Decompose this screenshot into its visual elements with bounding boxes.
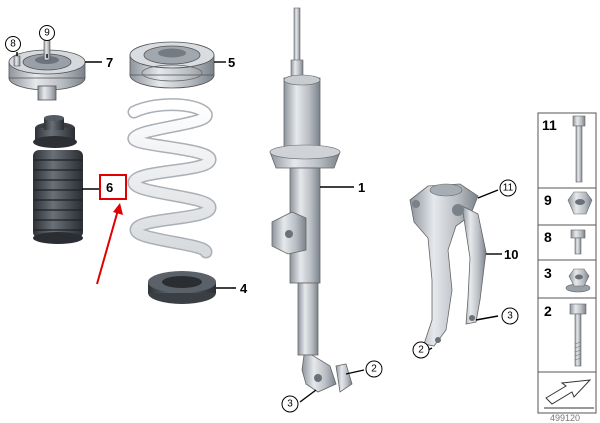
callout-boot-highlight: 6: [99, 174, 127, 200]
svg-text:8: 8: [544, 229, 552, 245]
callout-circle-strut-left: 3: [281, 395, 299, 413]
callout-circle-knuckle-top: 11: [499, 179, 517, 197]
callout-lower-seat: 4: [240, 281, 248, 296]
svg-text:3: 3: [507, 311, 513, 322]
svg-text:2: 2: [544, 303, 552, 319]
parts-row-short-bolt: 8: [544, 229, 586, 255]
svg-text:3: 3: [287, 399, 293, 410]
callout-circle-strut-right: 2: [365, 360, 383, 378]
callout-mount-left: 7: [106, 55, 113, 70]
flange-nut-icon: [565, 268, 591, 293]
svg-text:2: 2: [418, 345, 424, 356]
svg-text:11: 11: [542, 117, 557, 133]
callout-strut: 1: [358, 180, 365, 195]
red-arrow-icon: [96, 203, 123, 285]
strut-assembly: [269, 7, 353, 393]
knuckle-bracket: [409, 183, 487, 347]
callout-circle-mount-nut: 8: [5, 36, 21, 52]
diagram-code: 499120: [550, 413, 580, 423]
parts-row-hex-bolt: 2: [544, 303, 587, 367]
callout-circle-mount-bolt: 9: [39, 25, 55, 41]
parts-list-panel: [537, 112, 597, 414]
hex-nut-icon: [567, 191, 593, 215]
lower-spring-seat: [148, 271, 216, 304]
hex-bolt-icon: [569, 303, 587, 367]
dust-boot: [33, 115, 83, 244]
callout-circle-knuckle-left: 2: [412, 341, 430, 359]
svg-text:9: 9: [544, 192, 552, 208]
svg-text:9: 9: [44, 28, 50, 39]
upper-mount-right: [129, 41, 215, 89]
svg-text:6: 6: [106, 180, 113, 195]
long-bolt-icon: [572, 115, 586, 183]
callout-circle-knuckle-right: 3: [501, 307, 519, 325]
svg-text:11: 11: [503, 183, 514, 194]
parts-row-hex-nut: 9: [544, 191, 593, 215]
svg-text:8: 8: [10, 39, 16, 50]
direction-arrow-icon: [544, 379, 594, 409]
callout-knuckle: 10: [504, 247, 518, 262]
callout-mount-right: 5: [228, 55, 235, 70]
coil-spring: [127, 98, 217, 259]
short-bolt-icon: [570, 229, 586, 255]
parts-row-flange-nut: 3: [544, 265, 591, 293]
svg-text:2: 2: [371, 364, 377, 375]
parts-row-long-bolt: 11: [542, 115, 586, 183]
upper-mount-left: [8, 39, 86, 101]
svg-text:3: 3: [544, 265, 552, 281]
